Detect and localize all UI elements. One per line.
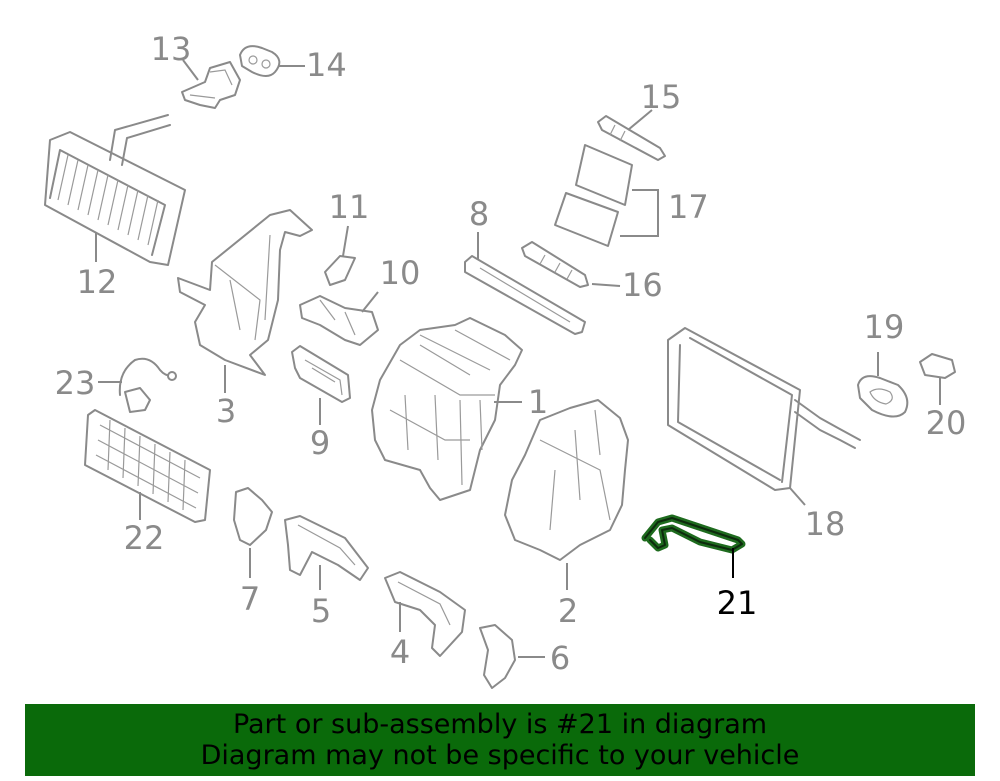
part-13-bracket[interactable]: [181, 61, 241, 109]
callout-21: 21: [717, 584, 758, 622]
callout-12: 12: [77, 263, 118, 301]
leader-13: [182, 59, 199, 81]
callout-11: 11: [329, 188, 370, 226]
callout-7: 7: [240, 580, 260, 618]
part-14-grommet[interactable]: [239, 45, 281, 77]
part-5-bracket[interactable]: [284, 515, 369, 581]
callout-6: 6: [550, 639, 570, 677]
part-17-filters[interactable]: [554, 144, 633, 247]
callout-3: 3: [216, 392, 236, 430]
callout-1: 1: [528, 383, 548, 421]
callout-17: 17: [668, 188, 709, 226]
part-10-bracket[interactable]: [299, 295, 379, 346]
part-8-bar[interactable]: [464, 255, 586, 335]
part-20-connector[interactable]: [919, 353, 956, 379]
callout-8: 8: [469, 195, 489, 233]
callout-22: 22: [124, 519, 165, 557]
banner-line-2: Diagram may not be specific to your vehi…: [200, 740, 800, 771]
leader-11: [342, 225, 349, 257]
callout-5: 5: [311, 592, 331, 630]
callout-9: 9: [310, 424, 330, 462]
callout-13: 13: [151, 30, 192, 68]
leader-15: [627, 109, 653, 131]
parts-diagram: 12 13 14 15 17 16 8 11 10 3 9 1 19 20 18…: [44, 30, 967, 689]
callout-15: 15: [641, 78, 682, 116]
callout-labels: 12 13 14 15 17 16 8 11 10 3 9 1 19 20 18…: [55, 30, 967, 677]
callout-16: 16: [622, 266, 663, 304]
callout-4: 4: [390, 633, 410, 671]
part-4-bracket[interactable]: [384, 571, 466, 657]
banner-line-1: Part or sub-assembly is #21 in diagram: [232, 709, 768, 740]
part-22-filter[interactable]: [84, 409, 211, 523]
callout-23: 23: [55, 364, 96, 402]
part-7-bracket[interactable]: [233, 487, 273, 546]
callout-14: 14: [306, 46, 347, 84]
part-3-duct[interactable]: [177, 209, 313, 376]
part-19-sensor[interactable]: [857, 375, 909, 418]
info-banner: Part or sub-assembly is #21 in diagram D…: [25, 704, 975, 776]
leader-10: [361, 291, 379, 313]
part-18-evaporator[interactable]: [667, 327, 861, 491]
part-1-housing[interactable]: [371, 317, 523, 501]
callout-2: 2: [558, 592, 578, 630]
leader-18: [789, 487, 806, 506]
part-6-bracket[interactable]: [479, 624, 516, 689]
part-9-motor-mount[interactable]: [291, 345, 351, 403]
callout-10: 10: [380, 254, 421, 292]
part-21-hose-highlighted[interactable]: [641, 514, 746, 554]
callout-19: 19: [864, 308, 905, 346]
leader-16: [591, 283, 621, 287]
leader-lines: [95, 59, 941, 658]
part-23-sensor-wire[interactable]: [118, 357, 177, 413]
part-11-clip[interactable]: [324, 255, 356, 286]
part-15-bolt[interactable]: [597, 115, 666, 161]
leader-17: [620, 189, 659, 237]
callout-20: 20: [926, 404, 967, 442]
callout-18: 18: [805, 505, 846, 543]
part-16-bolt[interactable]: [521, 241, 589, 288]
part-12-heater-core[interactable]: [44, 114, 186, 266]
part-2-lower-housing[interactable]: [504, 399, 629, 561]
